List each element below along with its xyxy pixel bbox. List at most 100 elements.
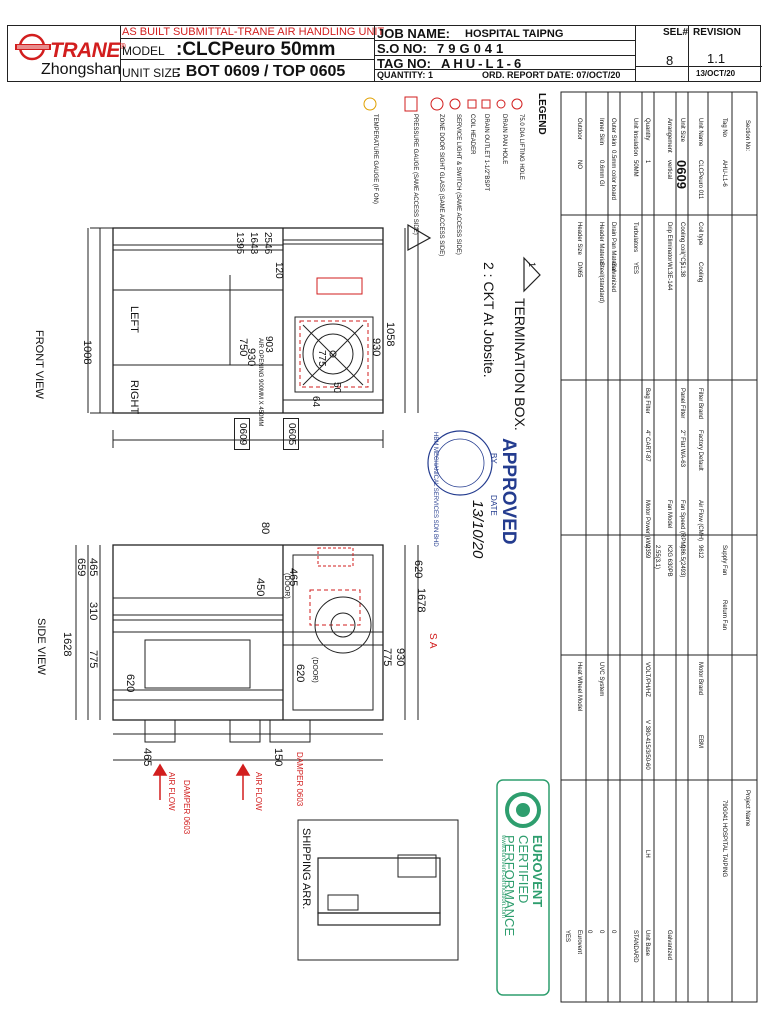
dim-label: 120 (273, 262, 284, 279)
shipping-label: SHIPPING ARR. (300, 828, 312, 910)
dim-label: 620 (124, 674, 136, 693)
dim-label: 1058 (384, 322, 396, 347)
spec-label: Cooling coil(°C) (679, 222, 685, 264)
company-seal: HBM MECHANICAL SERVICES SDN BHD (432, 432, 438, 547)
spec-value: 2359 (644, 545, 650, 559)
front-view-label: FRONT VIEW (33, 330, 45, 399)
spec-label: Eurovent (576, 930, 582, 955)
dim-label: 775 (316, 350, 327, 367)
dim-label: 450 (254, 578, 266, 597)
front-left-label: LEFT (128, 306, 140, 333)
job-name-label: JOB NAME: (377, 26, 450, 41)
trane-logo-icon (15, 33, 51, 61)
legend-item: ZONE DOOR SIGHT GLASS (SAME ACCESS SIDE) (438, 114, 444, 257)
dim-label: 1008 (81, 340, 93, 365)
header-box (7, 25, 762, 82)
dim-label: 465 (141, 748, 153, 767)
spec-label: UVC System (598, 662, 604, 697)
dim-label: 2546 (262, 232, 273, 255)
spec-value: 0 (586, 930, 592, 934)
spec-label: Air Flow (CMH) (697, 500, 703, 541)
dim-label: 310 (87, 602, 99, 621)
spec-label: Inner Skin (598, 118, 604, 146)
legend-item: DRAIN OUTLET 1-1/2"BSPT (483, 114, 489, 192)
damper-label: DAMPER 0603 (182, 780, 191, 835)
so-no-label: S.O NO: (377, 41, 427, 56)
so-no-value: 79G041 (437, 41, 508, 56)
header-row-line (374, 69, 635, 70)
spec-label: Unit Size (679, 118, 685, 143)
quantity-value: 1 (428, 70, 434, 80)
spec-label: Unit Base (644, 930, 650, 957)
spec-value: CLCPeuro 011 (697, 160, 703, 200)
spec-label: Panel Filter (679, 388, 685, 419)
dim-label: 930 (394, 648, 406, 667)
spec-label: Header Material (598, 222, 604, 265)
tag-no-value: AHU-L1-6 (441, 56, 525, 71)
model-value: :CLCPeuro 50mm (176, 39, 336, 60)
dim-label: 930 (245, 348, 257, 367)
spec-label: Header Size (576, 222, 582, 256)
spec-section-no: Section No: (744, 120, 750, 152)
dim-label: 50 (331, 382, 342, 394)
dim-label: 620 (412, 560, 424, 579)
top-module-tag: 0605 (283, 418, 299, 451)
legend-item: DRAIN PAN HOLE (501, 114, 507, 165)
job-name-value: HOSPITAL TAIPNG (465, 28, 564, 40)
spec-value: 2.55(3.1) (654, 545, 660, 570)
note-2-text: 2 : CKT At Jobsite. (481, 262, 497, 378)
dim-label: 1395 (234, 232, 245, 255)
spec-value: 986.5(2493) (679, 545, 685, 578)
revision-date: 13/OCT/20 (696, 69, 736, 78)
header-row-line (374, 55, 635, 56)
spec-value: EBM (697, 735, 703, 749)
dim-label: 1643 (248, 232, 259, 255)
unit-size-label: UNIT SIZE (122, 66, 180, 80)
header-row-line (374, 40, 635, 41)
spec-value: 2" Flat WA-63 (679, 430, 685, 467)
tag-no-label: TAG NO: (377, 56, 431, 71)
spec-label: Outdoor (576, 118, 582, 140)
damper-label: DAMPER 0603 (295, 752, 304, 807)
spec-value: vertical (666, 160, 672, 180)
spec-label: Outer Skin (610, 118, 616, 147)
door-label: (DOOR) (311, 657, 318, 683)
approved-by-label: BY (489, 453, 498, 464)
spec-label: Turbulators (632, 222, 638, 253)
eurovent-url: www.eurovent-certification.com (500, 835, 506, 919)
header-row-line (120, 38, 374, 39)
side-view-label: SIDE VIEW (35, 618, 47, 675)
spec-value: WL3E-144 (666, 262, 672, 291)
brand-location: Zhongshan (41, 61, 122, 78)
spec-value: AHU-L1-6 (721, 160, 727, 187)
legend-item: PRESSURE GAUGE (SAME ACCESS SIDE) (412, 114, 418, 235)
sel-label: SEL# (663, 27, 689, 38)
eurovent-line1: EUROVENT (530, 835, 545, 908)
front-right-label: RIGHT (128, 380, 140, 415)
ord-report-date: ORD. REPORT DATE: 07/OCT/20 (482, 70, 621, 80)
submittal-title: AS BUILT SUBMITTAL-TRANE AIR HANDLING UN… (122, 26, 385, 38)
bottom-module-tag: 0609 (234, 418, 250, 451)
dim-label: 620 (294, 664, 306, 683)
revision-value: 1.1 (707, 51, 726, 66)
legend-item: COIL HEADER (469, 114, 475, 155)
spec-value: 50MM (632, 160, 638, 177)
legend-item: TEMPERATURE GAUGE (IF ON) (372, 114, 378, 204)
section-mark: S A (427, 633, 438, 649)
spec-value: 1 (644, 160, 650, 164)
dim-label: 659 (75, 558, 87, 577)
spec-label: Heat Wheel Model (576, 662, 582, 712)
header-row-line (635, 66, 762, 67)
spec-value: 0609 (674, 160, 689, 189)
dim-label: 903 (263, 336, 274, 353)
spec-value: YES (632, 262, 638, 275)
spec-value: 0 (598, 930, 604, 934)
quantity-label: QUANTITY: (377, 70, 426, 80)
door-label: (DOOR) (283, 573, 290, 599)
spec-value: LH (644, 850, 650, 858)
spec-value: DN65 (576, 262, 582, 278)
dim-label: 775 (87, 650, 99, 669)
approved-stamp: APPROVED (498, 438, 519, 545)
header-row-line (120, 59, 374, 60)
